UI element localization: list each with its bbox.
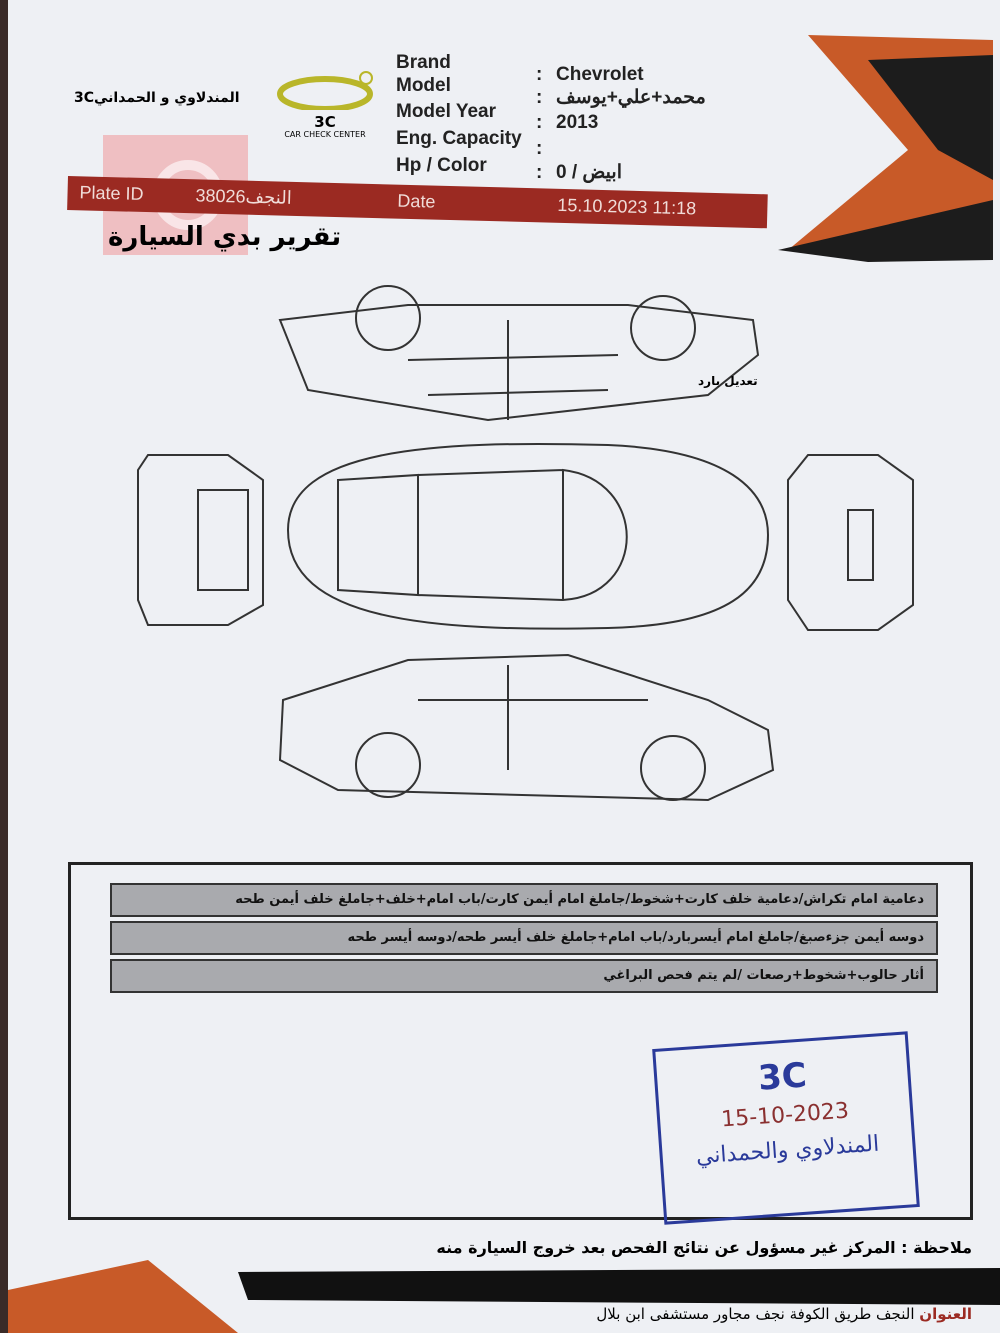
brand-value: Chevrolet [556, 64, 644, 85]
hp-color-value: 0 / ابيض [556, 162, 622, 183]
report-title: تقرير بدي السيارة [108, 222, 342, 252]
hp-color-label: Hp / Color [396, 155, 487, 176]
model-year-label: Model Year [396, 101, 496, 122]
logo-car-icon [277, 71, 373, 112]
diagram-annotation: تعديل بارد [698, 374, 758, 388]
eng-capacity-label: Eng. Capacity [396, 128, 522, 149]
car-right-side-view [278, 653, 775, 802]
model-value: محمد+علي+يوسف [556, 87, 706, 108]
car-top-view [286, 442, 770, 630]
finding-row: أثار حالوب+شخوط+رصعات /لم يتم فحص البراغ… [110, 959, 938, 993]
car-left-side-view [278, 285, 760, 422]
stamp-name: المندلاوي والحمداني [695, 1131, 881, 1170]
brand-label: Brand [396, 52, 451, 73]
approval-stamp: 3C 15-10-2023 المندلاوي والحمداني [652, 1031, 920, 1225]
car-front-view [787, 454, 914, 631]
address-text: النجف طريق الكوفة نجف مجاور مستشفى ابن ب… [596, 1305, 915, 1323]
finding-row: دوسه أيمن جزءصبغ/جاملغ امام أيسربارد/باب… [110, 921, 938, 955]
logo-text: 3C [314, 113, 336, 131]
disclaimer-note: ملاحظة : المركز غير مسؤول عن نتائج الفحص… [436, 1238, 972, 1257]
company-name: المندلاوي و الحمداني3C [74, 90, 240, 106]
report-page: المندلاوي و الحمداني3C 3C CAR CHECK CENT… [8, 0, 1000, 1333]
finding-row: دعامية امام تكراش/دعامية خلف كارت+شخوط/ج… [110, 883, 938, 917]
car-rear-view [137, 454, 264, 626]
model-year-value: 2013 [556, 112, 599, 133]
address-label: العنوان [919, 1305, 972, 1323]
footer-address: العنوان النجف طريق الكوفة نجف مجاور مستش… [596, 1305, 972, 1323]
logo-subtitle: CAR CHECK CENTER [284, 130, 366, 139]
logo: 3C CAR CHECK CENTER [270, 70, 380, 140]
model-label: Model [396, 75, 451, 96]
findings-box [68, 862, 973, 1220]
car-damage-diagram [137, 285, 914, 802]
decorative-shapes [8, 35, 1000, 1333]
